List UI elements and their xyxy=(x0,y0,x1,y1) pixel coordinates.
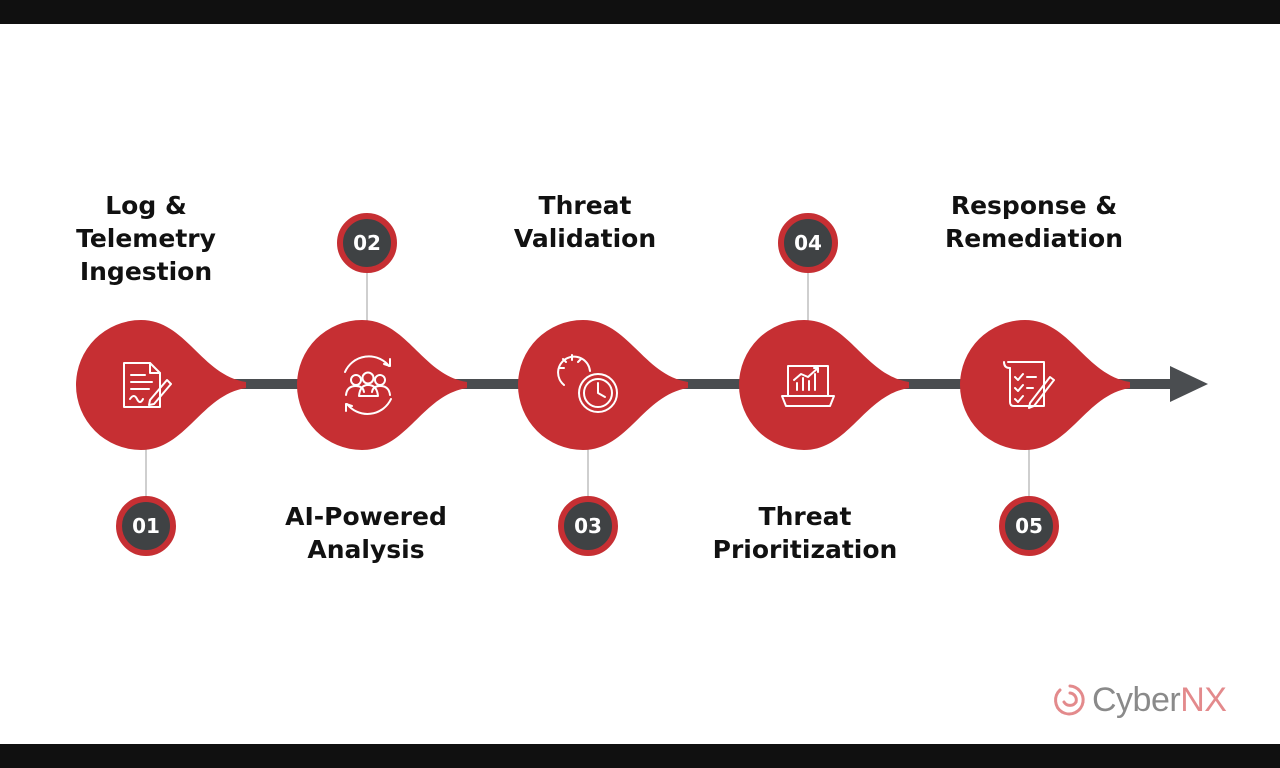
step-1-label: Log & Telemetry Ingestion xyxy=(76,191,216,286)
step-2-number-badge: 02 xyxy=(337,213,397,273)
step-5-number-badge: 05 xyxy=(999,496,1059,556)
step-4-node xyxy=(739,320,909,450)
document-edit-icon xyxy=(123,362,172,408)
step-4-label: Threat Prioritization xyxy=(712,502,898,564)
bottom-letterbox-bar xyxy=(0,744,1280,768)
timeline-arrowhead xyxy=(1170,366,1208,402)
team-sync-icon xyxy=(344,355,392,415)
step-5-label: Response & Remediation xyxy=(944,191,1124,253)
top-letterbox-bar xyxy=(0,0,1280,24)
laptop-chart-icon xyxy=(781,365,835,407)
step-2-label: AI-Powered Analysis xyxy=(285,502,447,564)
checklist-pen-icon xyxy=(1003,361,1055,409)
swirl-logo-icon xyxy=(1054,684,1085,716)
step-4-number-badge: 04 xyxy=(778,213,838,273)
step-1-number-badge: 01 xyxy=(116,496,176,556)
step-3-number-badge: 03 xyxy=(558,496,618,556)
step-3-label: Threat Validation xyxy=(513,191,657,253)
gear-clock-icon xyxy=(557,354,618,413)
brand-name-part2: NX xyxy=(1180,680,1227,719)
brand-logo: CyberNX xyxy=(1052,678,1227,722)
brand-name-part1: Cyber xyxy=(1092,680,1181,719)
step-3-node xyxy=(518,320,688,450)
